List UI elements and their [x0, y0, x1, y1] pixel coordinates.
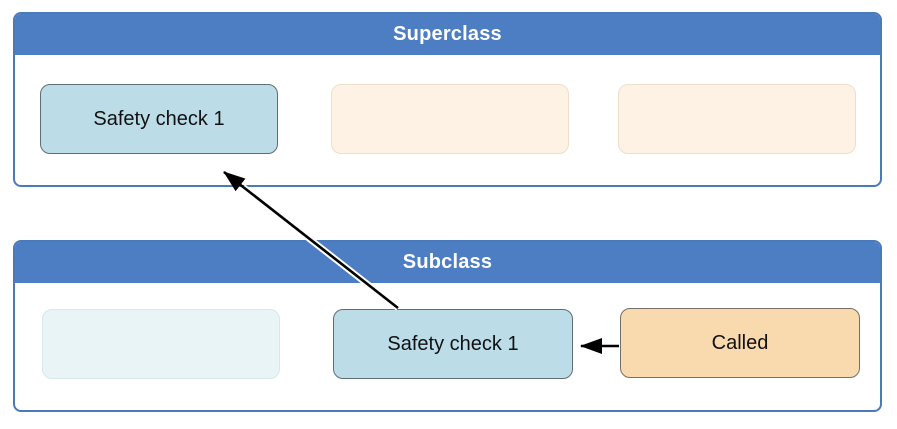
subclass-container: Subclass Safety check 1 Called [13, 240, 882, 412]
subclass-safety-check-label: Safety check 1 [387, 332, 519, 355]
superclass-header: Superclass [15, 14, 880, 55]
called-label: Called [711, 331, 769, 354]
superclass-faded-box-2 [618, 84, 856, 154]
superclass-title: Superclass [393, 23, 502, 45]
subclass-title: Subclass [402, 251, 493, 273]
called-box: Called [620, 308, 860, 378]
superclass-faded-box-1 [331, 84, 569, 154]
superclass-container: Superclass Safety check 1 [13, 12, 882, 187]
subclass-header: Subclass [15, 242, 880, 283]
superclass-safety-check-label: Safety check 1 [93, 107, 225, 130]
superclass-safety-check-box: Safety check 1 [40, 84, 278, 154]
subclass-safety-check-box: Safety check 1 [333, 309, 573, 379]
subclass-faded-box [42, 309, 280, 379]
